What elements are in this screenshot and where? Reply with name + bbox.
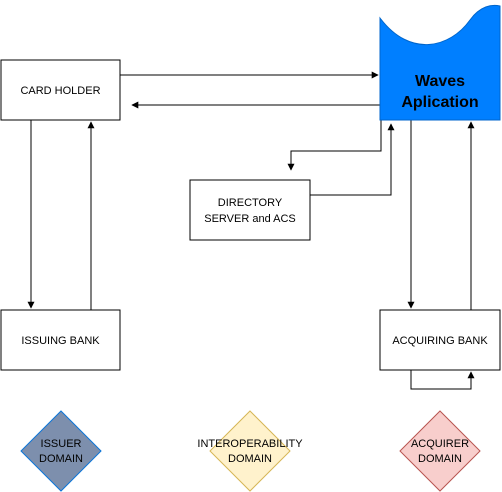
waves-shape (379, 4, 501, 121)
acquirer-domain: ACQUIRER DOMAIN (399, 410, 481, 492)
card-holder-box (0, 59, 121, 121)
issuing-bank-label: ISSUING BANK (21, 335, 100, 347)
acquiring-bank-node[interactable]: ACQUIRING BANK (379, 309, 501, 371)
arrow-directory-to-app (310, 123, 395, 196)
directory-server-node[interactable]: DIRECTORY SERVER and ACS (189, 179, 311, 241)
waves-title-line1: Waves (415, 73, 465, 90)
issuer-domain-line1: ISSUER (41, 438, 82, 450)
interoperability-domain-line2: DOMAIN (228, 453, 272, 465)
interoperability-domain-line1: INTEROPERABILITY (197, 438, 303, 450)
arrow-acquiring-loop (410, 370, 475, 390)
directory-server-label-line2: SERVER and ACS (204, 213, 296, 225)
acquirer-domain-diamond (399, 410, 481, 492)
acquirer-domain-line1: ACQUIRER (411, 438, 469, 450)
issuing-bank-box (0, 309, 121, 371)
card-holder-label: CARD HOLDER (20, 85, 100, 97)
waves-application-node[interactable]: Waves Aplication (379, 4, 501, 121)
acquiring-bank-label: ACQUIRING BANK (392, 335, 488, 347)
issuing-bank-node[interactable]: ISSUING BANK (0, 309, 121, 371)
waves-title-line2: Aplication (401, 94, 478, 111)
directory-server-label-line1: DIRECTORY (218, 197, 283, 209)
issuer-domain: ISSUER DOMAIN (20, 410, 102, 492)
arrow-app-to-directory (287, 120, 382, 171)
acquirer-domain-line2: DOMAIN (418, 453, 462, 465)
interoperability-domain: INTEROPERABILITY DOMAIN (197, 410, 303, 492)
issuer-domain-diamond (20, 410, 102, 492)
card-holder-node[interactable]: CARD HOLDER (0, 59, 121, 121)
acquiring-bank-box (379, 309, 501, 371)
connectors (27, 71, 475, 390)
directory-server-box (189, 179, 311, 241)
issuer-domain-line2: DOMAIN (39, 453, 83, 465)
interoperability-domain-diamond (209, 410, 291, 492)
